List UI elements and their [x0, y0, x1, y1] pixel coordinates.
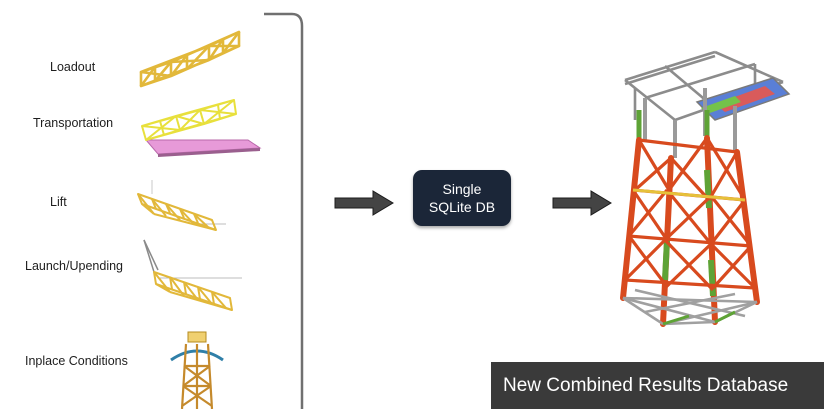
transportation-barge-image [141, 99, 262, 157]
launch-upending-truss-image [143, 239, 242, 311]
stage-label-transportation: Transportation [33, 116, 114, 130]
inplace-jacket-image [170, 331, 224, 409]
stage-label-loadout: Loadout [50, 60, 96, 74]
grouping-bracket [264, 12, 304, 409]
stage-label-lift: Lift [50, 195, 67, 209]
results-database-banner: New Combined Results Database [491, 362, 824, 409]
database-line1: Single [442, 181, 482, 197]
loadout-truss-image [139, 30, 241, 88]
right-arrow-icon [552, 190, 612, 216]
database-box: Single SQLite DB [413, 170, 511, 226]
combined-results-jacket-image [620, 50, 791, 327]
right-arrow-icon [334, 190, 394, 216]
stage-label-launch-upending: Launch/Upending [25, 259, 123, 273]
stage-label-inplace-conditions: Inplace Conditions [25, 354, 128, 368]
database-line2: SQLite DB [428, 199, 496, 215]
lift-truss-image [137, 180, 226, 231]
